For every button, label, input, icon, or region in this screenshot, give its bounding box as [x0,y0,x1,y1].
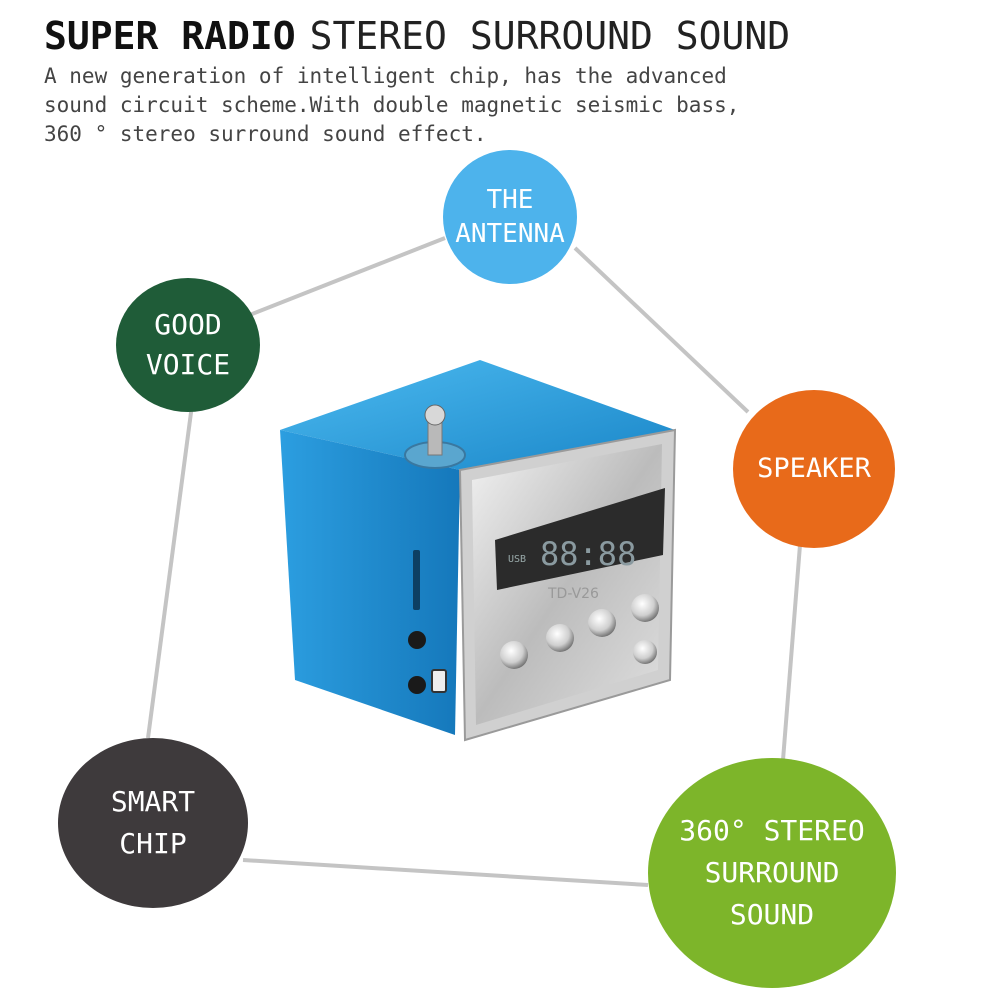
description: A new generation of intelligent chip, ha… [44,64,740,146]
headline: SUPER RADIO STEREO SURROUND SOUND [44,14,984,58]
line-antenna-speaker [573,246,750,414]
headline-rest: STEREO SURROUND SOUND [309,14,791,58]
line-voice-chip [146,404,194,739]
tf-card-slot [413,550,420,610]
bubble-antenna-label: THE ANTENNA [455,185,565,249]
button-play [631,594,659,622]
header: SUPER RADIO STEREO SURROUND SOUND A new g… [44,14,984,149]
bubble-speaker: SPEAKER [733,390,895,548]
device-top-face [280,360,675,470]
bubble-smart-chip: SMART CHIP [58,738,248,908]
lcd-display [495,488,665,590]
button-next [588,609,616,637]
bubble-good-voice-label: GOOD VOICE [145,308,231,381]
bubble-antenna: THE ANTENNA [443,150,577,284]
bubble-speaker-label: SPEAKER [757,453,871,484]
button-volume [633,640,657,664]
device-side-face [280,430,460,735]
radio-speaker-product: USB 88:88 TD-V26 [280,360,677,742]
bubble-good-voice: GOOD VOICE [116,278,260,412]
lcd-digits: 88:88 [540,535,636,573]
line-antenna-voice [241,236,446,320]
usb-label: USB [508,554,526,565]
bubble-stereo: 360° STEREO SURROUND SOUND [648,758,896,988]
model-label: TD-V26 [547,586,599,602]
headline-bold: SUPER RADIO [44,14,296,58]
line-speaker-stereo [781,544,802,761]
line-in-jack [408,676,426,694]
bubble-smart-chip-label: SMART CHIP [110,785,196,860]
button-prev [546,624,574,652]
antenna-knob [424,404,446,426]
button-mode [500,641,528,669]
bubble-stereo-label: 360° STEREO SURROUND SOUND [679,814,865,931]
usb-port [431,669,447,693]
audio-jack [408,631,426,649]
line-chip-stereo [242,858,649,887]
